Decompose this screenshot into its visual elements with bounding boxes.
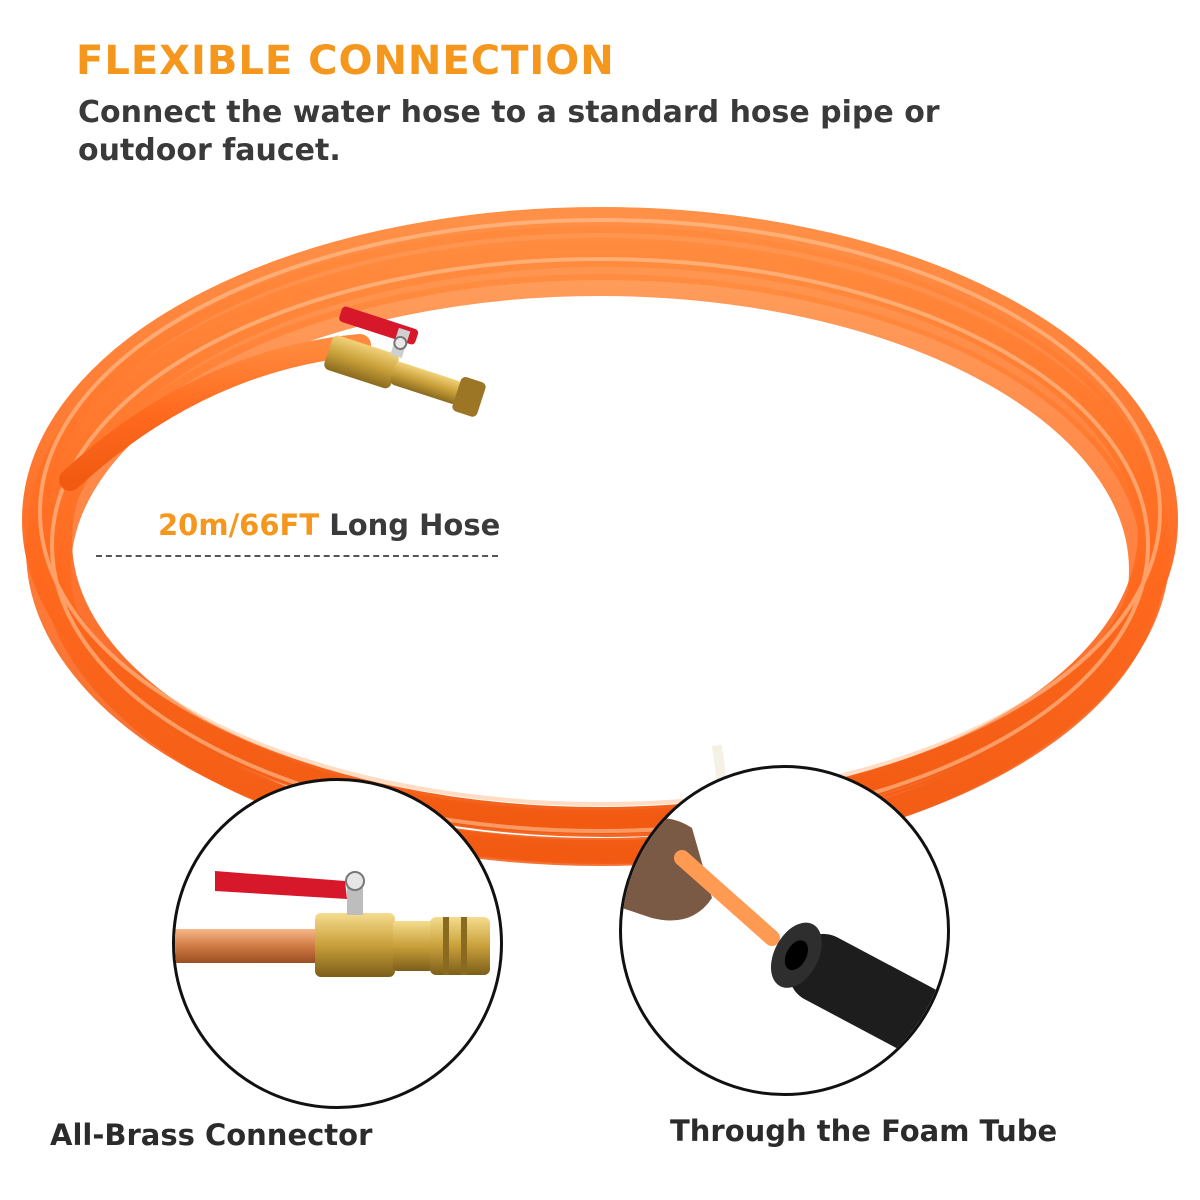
brass-connector-detail	[172, 778, 503, 1109]
brass-valve-connector-icon	[175, 871, 490, 977]
caption-foam-tube: Through the Foam Tube	[670, 1114, 1058, 1148]
length-callout-line	[96, 555, 498, 557]
length-value: 20m/66FT	[158, 508, 320, 542]
ball-valve	[324, 306, 486, 417]
headline: FLEXIBLE CONNECTION	[76, 38, 615, 84]
length-label: 20m/66FT Long Hose	[158, 508, 500, 542]
length-text: Long Hose	[329, 508, 501, 542]
subheadline: Connect the water hose to a standard hos…	[78, 95, 940, 168]
hose-highlights	[38, 218, 1162, 833]
foam-tube-icon	[622, 818, 947, 1078]
foam-tube-detail	[619, 765, 950, 1096]
caption-brass-connector: All-Brass Connector	[50, 1118, 373, 1152]
hose-end	[59, 334, 371, 491]
